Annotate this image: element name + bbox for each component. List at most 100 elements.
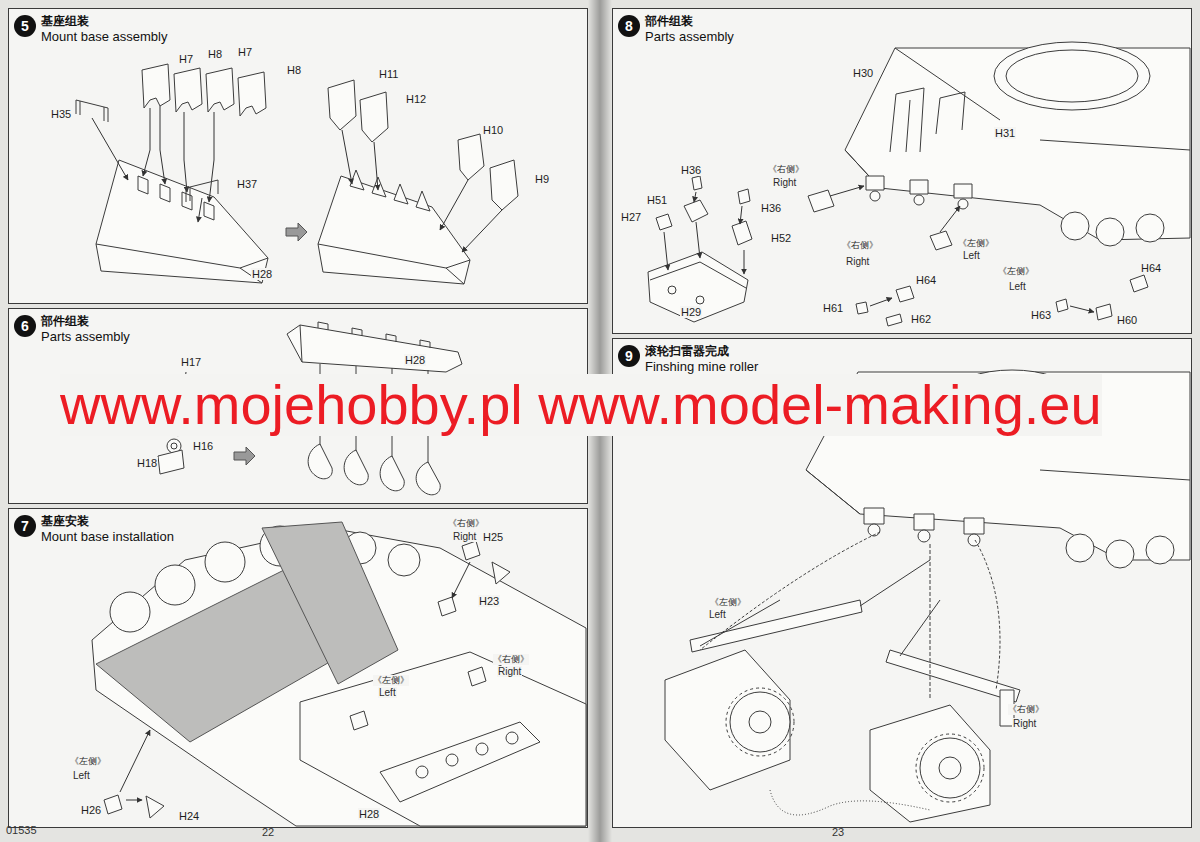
hull-parts-drawing — [738, 189, 750, 204]
step-title-english: Finshing mine roller — [645, 359, 758, 374]
part-number: H16 — [192, 440, 214, 452]
step-title-english: Parts assembly — [41, 329, 130, 344]
hull-rear-drawing — [380, 722, 540, 802]
step-title-chinese: 部件组装 — [645, 14, 734, 29]
part-number: H60 — [1116, 314, 1138, 326]
mount-base-drawing — [328, 80, 356, 130]
hull-parts-drawing — [856, 302, 868, 314]
part-number: H36 — [680, 164, 702, 176]
mine-roller-drawing — [726, 688, 794, 756]
mine-roller-drawing — [665, 650, 790, 790]
mount-base-drawing — [206, 68, 234, 112]
part-number: H29 — [680, 306, 702, 318]
part-number: H12 — [405, 93, 427, 105]
step-heading: 部件组装Parts assembly — [41, 314, 130, 344]
step-number-circle: 6 — [14, 315, 36, 337]
mount-base-drawing — [440, 180, 468, 230]
hull-parts-drawing — [958, 199, 968, 209]
side-label: Left — [962, 250, 981, 261]
mount-base-drawing — [374, 142, 378, 190]
mount-base-drawing — [394, 184, 408, 204]
mine-roller-drawing — [730, 692, 790, 752]
mount-base-drawing — [318, 176, 470, 284]
side-label: Right — [845, 256, 870, 267]
hull-parts-drawing — [740, 206, 742, 224]
page-number: 01535 — [6, 824, 37, 836]
step-heading: 滚轮扫雷器完成Finshing mine roller — [645, 344, 758, 374]
mount-base-drawing — [350, 170, 364, 190]
part-number: H24 — [178, 810, 200, 822]
mount-base-drawing — [458, 134, 484, 180]
hull-parts-drawing — [994, 42, 1150, 110]
part-number: H10 — [482, 124, 504, 136]
mine-roller-drawing — [1066, 534, 1094, 562]
step-title-chinese: 基座安装 — [41, 514, 174, 529]
hull-parts-drawing — [696, 296, 704, 304]
hull-rear-drawing — [120, 730, 150, 792]
mine-roller-drawing — [870, 705, 990, 822]
hull-rear-drawing — [416, 766, 428, 778]
part-number: H36 — [760, 202, 782, 214]
hull-parts-drawing — [1096, 304, 1112, 320]
side-label-chinese: 《左侧》 — [373, 675, 409, 686]
hull-rear-drawing — [92, 522, 586, 826]
mount-base-drawing — [204, 202, 214, 220]
hull-rear-drawing — [388, 544, 420, 576]
part-number: H8 — [286, 64, 302, 76]
part-number: H31 — [994, 127, 1016, 139]
side-label-chinese: 《左侧》 — [958, 238, 994, 249]
mine-roller-drawing — [868, 524, 880, 536]
mine-roller-drawing — [700, 560, 940, 656]
step-number-circle: 9 — [618, 345, 640, 367]
side-label-chinese: 《右侧》 — [1008, 704, 1044, 715]
mount-base-drawing — [209, 112, 214, 202]
hull-rear-drawing — [205, 542, 245, 582]
mount-base-drawing — [360, 92, 388, 142]
hull-parts-drawing — [1130, 275, 1148, 292]
part-number: H27 — [620, 211, 642, 223]
hull-parts-drawing — [656, 214, 672, 230]
page-number: 23 — [832, 826, 844, 838]
paper — [8, 508, 588, 828]
part-number: H28 — [404, 354, 426, 366]
hull-rear-drawing — [476, 743, 488, 755]
mount-base-drawing — [138, 176, 148, 194]
hull-parts-drawing — [940, 206, 960, 232]
part-number: H26 — [80, 804, 102, 816]
part-number: H18 — [136, 457, 158, 469]
hull-rear-drawing — [452, 562, 470, 598]
hull-parts-drawing — [896, 286, 914, 302]
hull-parts-drawing — [910, 180, 928, 194]
mount-base-drawing — [342, 130, 352, 184]
parts-assembly-drawing — [344, 450, 368, 485]
part-number: H9 — [534, 173, 550, 185]
part-number: H62 — [910, 313, 932, 325]
part-number: H63 — [1030, 309, 1052, 321]
step-title-english: Parts assembly — [645, 29, 734, 44]
hull-rear-drawing — [126, 800, 142, 801]
mount-base-drawing — [143, 108, 150, 176]
watermark: www.mojehobby.pl www.model-making.eu — [60, 374, 1102, 436]
part-number: H35 — [50, 108, 72, 120]
mount-base-drawing — [416, 191, 430, 211]
hull-parts-drawing — [886, 314, 902, 326]
mine-roller-drawing — [700, 532, 880, 650]
mine-roller-drawing — [920, 738, 980, 798]
mine-roller-drawing — [1106, 540, 1134, 568]
mount-base-drawing — [174, 68, 202, 112]
part-number: H11 — [378, 68, 399, 80]
hull-rear-drawing — [262, 522, 398, 684]
part-number: H51 — [646, 194, 668, 206]
parts-assembly-drawing — [171, 443, 177, 449]
mount-base-drawing — [96, 160, 268, 283]
side-label: Left — [1008, 281, 1027, 292]
hull-rear-drawing — [438, 597, 456, 616]
step-heading: 基座安装Mount base installation — [41, 514, 174, 544]
step-number-circle: 8 — [618, 15, 640, 37]
hull-rear-drawing — [492, 562, 510, 584]
mount-base-drawing — [142, 64, 170, 108]
side-label-chinese: 《右侧》 — [493, 654, 529, 665]
